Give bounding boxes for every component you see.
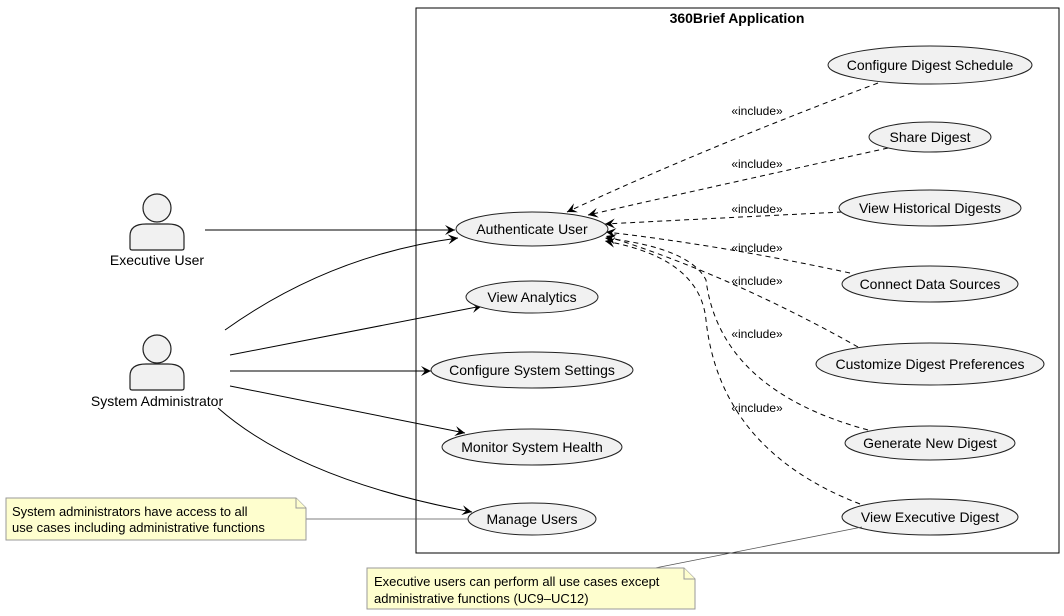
include-label: «include» [731, 104, 783, 118]
use-case-view-historical-digests[interactable]: View Historical Digests [838, 189, 1022, 227]
use-case-view-executive-digest[interactable]: View Executive Digest [841, 498, 1019, 536]
include-view-exec [604, 237, 861, 505]
include-label: «include» [731, 401, 783, 415]
use-case-manage-users[interactable]: Manage Users [467, 502, 597, 536]
note-text-line: use cases including administrative funct… [12, 520, 265, 535]
assoc-admin-monitor [229, 385, 466, 436]
note-administrator: System administrators have access to all… [5, 497, 468, 541]
include-relations [566, 82, 889, 505]
use-case-monitor-system-health[interactable]: Monitor System Health [441, 428, 623, 466]
actor-executive-user[interactable]: Executive User [110, 193, 204, 268]
actor-body-icon [129, 223, 185, 251]
actor-label: System Administrator [91, 393, 224, 409]
use-case-label: Connect Data Sources [860, 276, 1001, 292]
use-case-configure-system-settings[interactable]: Configure System Settings [430, 351, 634, 389]
note-connector [649, 526, 863, 570]
use-case-share-digest[interactable]: Share Digest [868, 121, 992, 153]
note-text-line: System administrators have access to all [12, 504, 248, 519]
include-label: «include» [731, 241, 783, 255]
use-case-label: Share Digest [890, 129, 971, 145]
use-case-label: Authenticate User [476, 221, 588, 237]
use-case-label: Customize Digest Preferences [835, 356, 1024, 372]
use-case-label: View Executive Digest [861, 509, 999, 525]
use-case-authenticate-user[interactable]: Authenticate User [455, 211, 609, 247]
use-case-label: Generate New Digest [863, 435, 997, 451]
actor-label: Executive User [110, 252, 204, 268]
note-text-line: administrative functions (UC9–UC12) [374, 591, 589, 606]
use-case-configure-digest-schedule[interactable]: Configure Digest Schedule [827, 45, 1033, 85]
assoc-admin-authenticate [224, 234, 459, 331]
assoc-admin-manage [217, 407, 473, 516]
associations [205, 225, 483, 516]
use-case-generate-new-digest[interactable]: Generate New Digest [844, 425, 1016, 461]
use-case-label: View Analytics [487, 289, 576, 305]
system-title: 360Brief Application [670, 10, 805, 26]
actor-body-icon [129, 363, 185, 391]
note-text-line: Executive users can perform all use case… [374, 574, 660, 589]
use-case-customize-digest-preferences[interactable]: Customize Digest Preferences [815, 342, 1045, 386]
actor-system-administrator[interactable]: System Administrator [91, 334, 224, 409]
include-customize [605, 234, 859, 348]
actor-head-icon [142, 334, 172, 364]
note-executive: Executive users can perform all use case… [366, 526, 863, 610]
use-case-view-analytics[interactable]: View Analytics [465, 280, 599, 314]
assoc-admin-analytics [229, 303, 483, 356]
include-labels: «include» «include» «include» «include» … [731, 104, 783, 415]
use-case-label: Configure System Settings [449, 362, 615, 378]
system-boundary: 360Brief Application [415, 7, 1060, 554]
actor-head-icon [142, 193, 172, 223]
include-label: «include» [731, 202, 783, 216]
use-case-label: Monitor System Health [461, 439, 603, 455]
use-case-connect-data-sources[interactable]: Connect Data Sources [841, 265, 1019, 303]
include-connect [605, 228, 851, 274]
include-share [587, 147, 889, 218]
use-case-label: Configure Digest Schedule [847, 57, 1014, 73]
include-generate [604, 234, 869, 431]
include-label: «include» [731, 274, 783, 288]
use-case-label: View Historical Digests [859, 200, 1001, 216]
use-case-label: Manage Users [486, 511, 577, 527]
include-label: «include» [731, 157, 783, 171]
include-schedule [566, 82, 879, 213]
include-label: «include» [731, 327, 783, 341]
include-historical [604, 211, 843, 229]
